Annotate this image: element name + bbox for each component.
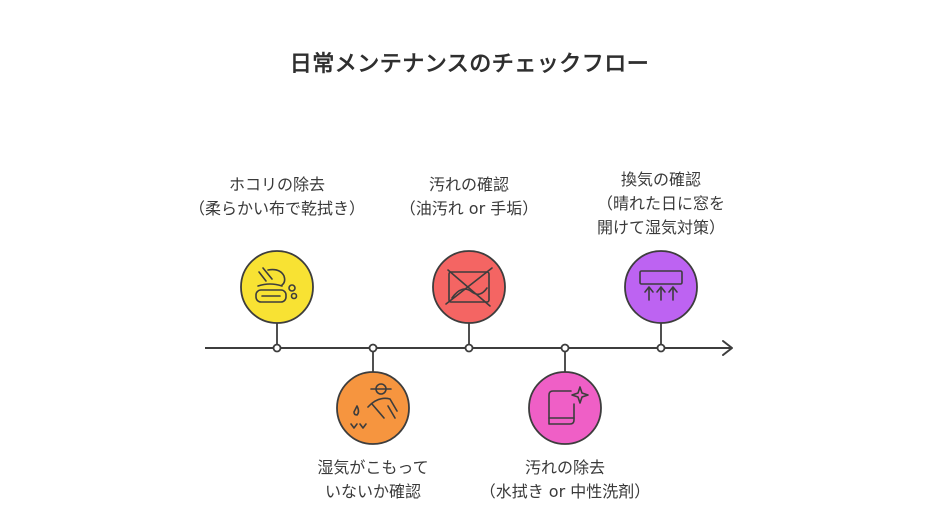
step-5-dot: [656, 343, 666, 353]
step-3-dot: [464, 343, 474, 353]
step-1-circle: [240, 250, 314, 324]
step-1-dot: [272, 343, 282, 353]
step-5-label-line-3: 開けて湿気対策）: [596, 218, 725, 237]
step-2-label-line-2: いないか確認: [324, 482, 421, 501]
step-1-label: ホコリの除去 （柔らかい布で乾拭き）: [177, 173, 377, 221]
stain-check-icon: [445, 267, 493, 307]
step-2-dot: [368, 343, 378, 353]
ventilation-icon: [639, 270, 683, 301]
step-4-label: 汚れの除去 （水拭き or 中性洗剤）: [465, 456, 665, 504]
step-5-node: [624, 250, 698, 324]
step-5-label-line-1: 換気の確認: [620, 170, 701, 189]
clean-wipe-icon: [548, 386, 589, 425]
step-3-label-line-2: （油汚れ or 手垢）: [399, 199, 539, 218]
step-3-node: [432, 250, 506, 324]
step-1-label-line-2: （柔らかい布で乾拭き）: [188, 199, 365, 218]
step-2-label: 湿気がこもって いないか確認: [273, 456, 473, 504]
step-5-label-line-2: （晴れた日に窓を: [596, 194, 725, 213]
step-1-label-line-1: ホコリの除去: [228, 175, 325, 194]
moisture-check-icon: [350, 383, 398, 429]
step-4-label-line-1: 汚れの除去: [524, 458, 605, 477]
step-5-label: 換気の確認 （晴れた日に窓を 開けて湿気対策）: [561, 168, 761, 240]
step-4-label-line-2: （水拭き or 中性洗剤）: [479, 482, 651, 501]
step-3-label-line-1: 汚れの確認: [428, 175, 509, 194]
step-4-node: [528, 371, 602, 445]
step-2-circle: [336, 371, 410, 445]
timeline-arrowhead: [722, 340, 733, 356]
page-title: 日常メンテナンスのチェックフロー: [289, 52, 650, 77]
step-2-node: [336, 371, 410, 445]
step-4-circle: [528, 371, 602, 445]
step-2-label-line-1: 湿気がこもって: [317, 458, 429, 477]
step-3-label: 汚れの確認 （油汚れ or 手垢）: [369, 173, 569, 221]
step-4-dot: [560, 343, 570, 353]
dusting-icon: [255, 267, 298, 303]
step-1-node: [240, 250, 314, 324]
